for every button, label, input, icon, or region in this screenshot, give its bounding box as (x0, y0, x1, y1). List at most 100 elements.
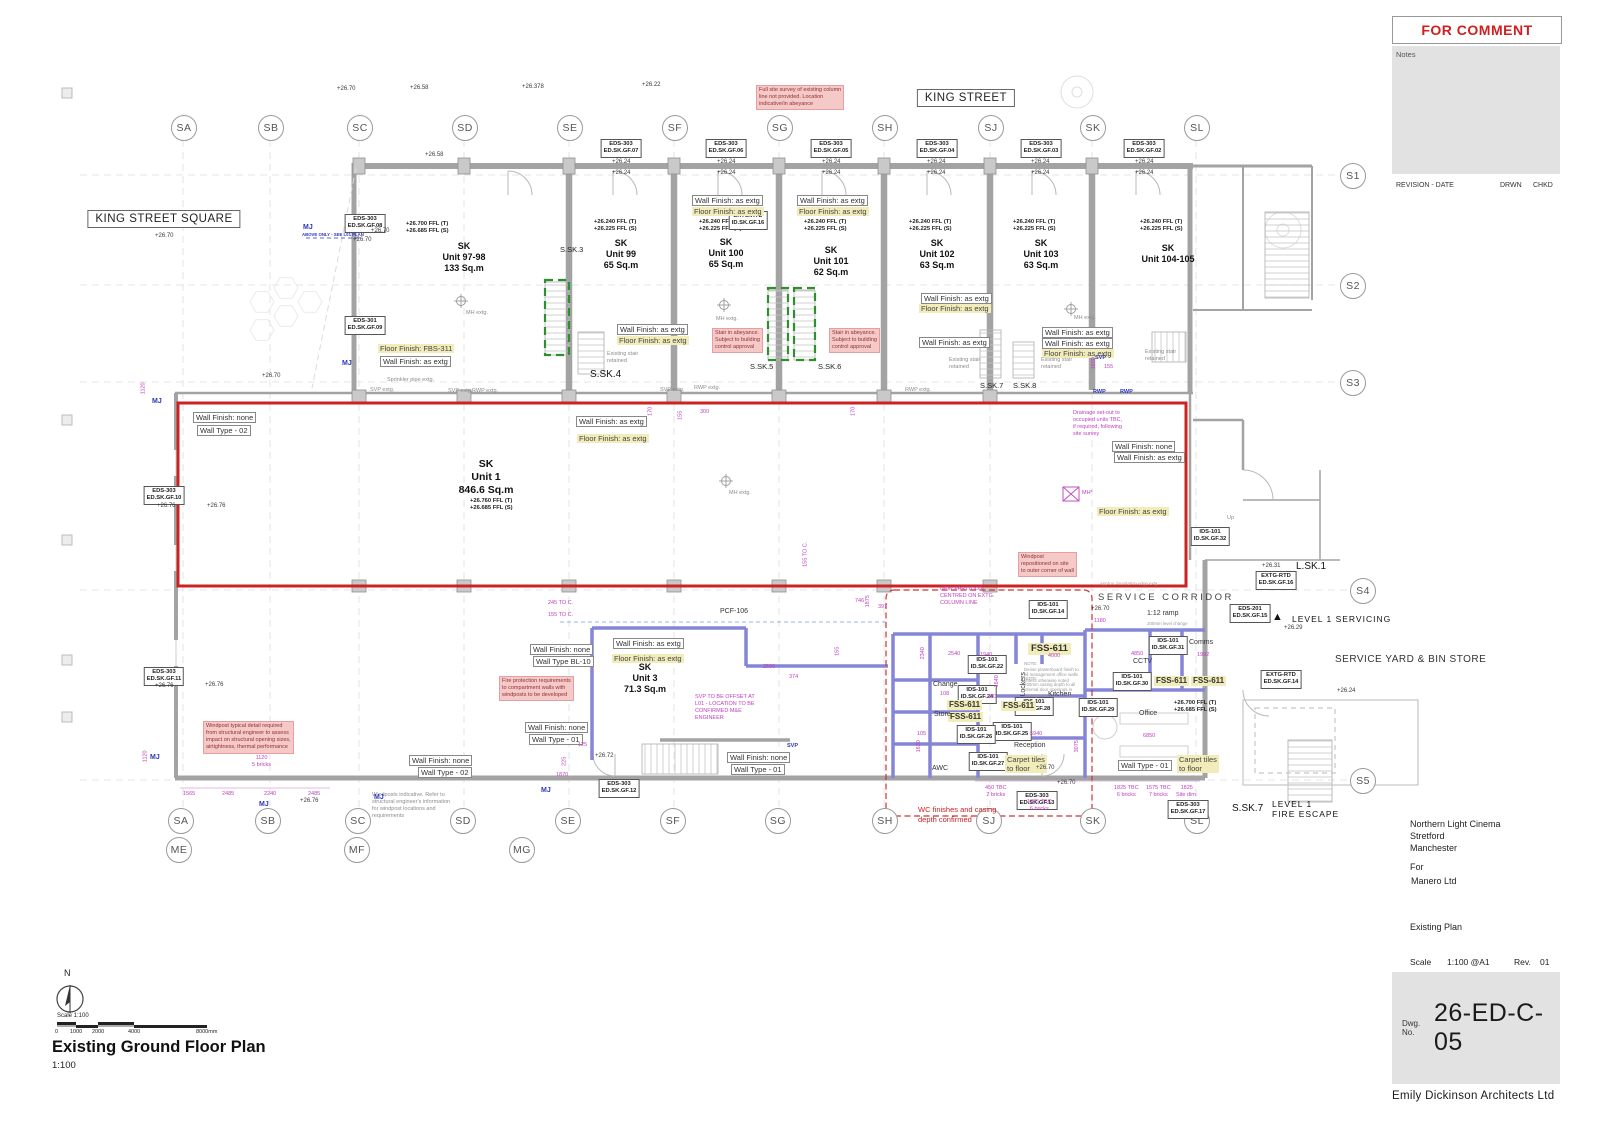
room-label: 1:12 ramp (1147, 610, 1179, 617)
finish-label: Wall Finish: none (409, 755, 473, 767)
north-arrow-icon (56, 985, 84, 1013)
dimension: 1640 (993, 675, 1000, 688)
ref-tag: IDS-101 ID.SK.GF.24 (957, 685, 997, 704)
dimension: 245 TO C. (548, 600, 574, 606)
level: +26.70 (353, 237, 372, 243)
dimension: 6850 (1143, 733, 1156, 739)
grid-bubble: SC (347, 115, 373, 141)
dimension: 1825 TBC 6 bricks (1027, 799, 1052, 812)
finish-label: Wall Type BL-10 (533, 656, 594, 668)
finish-label: Carpet tiles to floor (1005, 755, 1047, 774)
grid-bubble: SJ (978, 115, 1004, 141)
finish-label: Wall Finish: as extg (692, 195, 763, 207)
area-label: SERVICE YARD & BIN STORE (1335, 654, 1487, 665)
for-comment-stamp: FOR COMMENT (1392, 16, 1562, 44)
ref-tag: IDS-101 ID.SK.GF.32 (1190, 527, 1230, 546)
unit-label: SK Unit 101 62 Sq.m (813, 245, 849, 277)
grid-bubble: MG (509, 837, 535, 863)
unit-label: SK Unit 103 63 Sq.m (1023, 238, 1059, 270)
manhole-icon (454, 294, 1078, 488)
dimension: 5940 (1030, 731, 1043, 737)
note: Existing stair retained (1145, 349, 1177, 362)
scale-caption: Scale 1:100 (57, 1013, 89, 1019)
stair-label: S.SK.7 (980, 381, 1004, 390)
service-label: SVP (787, 743, 799, 749)
ffl: +26.700 FFL (T) +26.685 FFL (S) (1174, 700, 1217, 714)
finish-label: Floor Finish: FBS-311 (378, 344, 455, 354)
room-label: Office (1139, 710, 1158, 717)
grid-bubble: SL (1184, 115, 1210, 141)
ref-tag: EDS-303 ED.SK.GF.08 (344, 214, 386, 233)
ref-tag: IDS-101 ID.SK.GF.25 (992, 722, 1032, 741)
ref-tag: EDS-303 ED.SK.GF.10 (143, 486, 185, 505)
grid-bubble: SE (555, 808, 581, 834)
dimension: 125 (578, 742, 588, 748)
dimension: 1120 5 bricks (252, 755, 271, 768)
drawing-number-box: Dwg. No. 26-ED-C-05 (1392, 972, 1560, 1084)
room-label: AWC (932, 765, 949, 772)
service-yard (1242, 699, 1419, 786)
finish-label: Wall Finish: as extg (613, 638, 684, 650)
grid-bubble: S4 (1350, 578, 1376, 604)
finish-label: FSS-611 (1028, 643, 1071, 655)
level: +26.76 (155, 683, 174, 689)
finish-label: Floor Finish: as extg (797, 207, 869, 217)
grid-bubble: SF (662, 115, 688, 141)
chkd-label: CHKD (1533, 182, 1553, 189)
mj-label: MJ (374, 794, 384, 801)
level: +26.76 (157, 503, 176, 509)
ref-tag: EDS-303 ED.SK.GF.12 (598, 779, 640, 798)
scale-tick: 0 (55, 1029, 59, 1035)
level: +26.58 (410, 85, 429, 91)
mj-label: MJ (541, 787, 551, 794)
grid-bubble: SD (450, 808, 476, 834)
note: Existing stair retained (1041, 357, 1073, 370)
mj-label: MJ (342, 360, 352, 367)
ref-tag: IDS-101 ID.SK.GF.31 (1148, 636, 1188, 655)
grid-bubble: S2 (1340, 273, 1366, 299)
ref-tag: EDS-303 ED.SK.GF.13 (1016, 791, 1058, 810)
level: +26.70 (1057, 780, 1076, 786)
ref-tag: IDS-101 ID.SK.GF.27 (968, 752, 1008, 771)
dimension: 105 (917, 731, 927, 737)
dimension: 4000 (1048, 653, 1061, 659)
finish-label: Wall Finish: as extg (380, 356, 451, 368)
level: +26.72 (595, 753, 614, 759)
dimension: 155 TO C. (548, 612, 574, 618)
existing-walls (174, 163, 1340, 781)
street-label: KING STREET SQUARE (87, 210, 241, 229)
dimension: 2240 (264, 791, 277, 797)
ref-tag: EDS-301 ED.SK.GF.09 (344, 316, 386, 335)
dimension: 397 (878, 604, 888, 610)
ref-tag: EDS-303 ED.SK.GF.04 (916, 139, 958, 158)
grid-bubble: SC (345, 808, 371, 834)
service-label: SVP (1095, 355, 1107, 361)
furniture (1092, 712, 1189, 758)
grid-bubble: SA (171, 115, 197, 141)
drawing-title: Existing Plan (1410, 922, 1463, 932)
dimension: 1575 TBC 7 bricks (1146, 785, 1171, 798)
level: +26.24 (1337, 688, 1356, 694)
service-label: Up (1227, 515, 1235, 521)
level: +26.76 (205, 682, 224, 688)
level: +26.24 (612, 170, 631, 176)
level: +26.24 (927, 170, 946, 176)
stair-abeyance-outline (543, 278, 817, 362)
revision-date-label: REVISION - DATE (1396, 182, 1454, 189)
ref-tag: IDS-101 ID.SK.GF.29 (1078, 698, 1118, 717)
stair-label: L.SK.1 (1296, 561, 1327, 572)
dimension-lines (180, 780, 1200, 789)
unit-label: SK Unit 1 846.6 Sq.m (458, 458, 514, 496)
project-name: Northern Light Cinema Stretford Manchest… (1410, 819, 1501, 854)
finish-label: Wall Finish: none (1112, 441, 1176, 453)
dimension: 1992 (1197, 652, 1210, 658)
level: +26.70 (1091, 606, 1110, 612)
ref-tag: IDS-101 ID.SK.GF.22 (967, 655, 1007, 674)
drwn-label: DRWN (1500, 182, 1522, 189)
room-label: Change (933, 681, 958, 688)
finish-label: Wall Finish: as extg (1042, 327, 1113, 339)
note: Fire protection requirements to compartm… (499, 676, 574, 702)
ref-tag: EDS-303 ED.SK.GF.02 (1123, 139, 1165, 158)
finish-label: Wall Finish: none (727, 752, 791, 764)
